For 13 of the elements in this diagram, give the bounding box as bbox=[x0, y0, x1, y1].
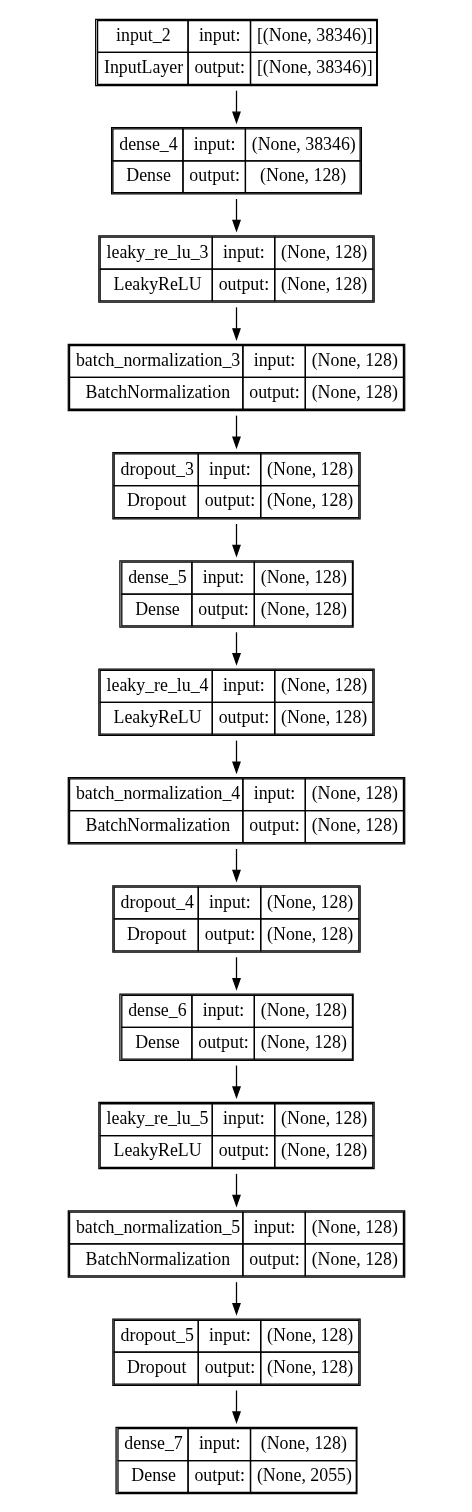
arrow bbox=[231, 89, 241, 124]
arrow bbox=[231, 414, 241, 449]
arrow bbox=[231, 847, 241, 882]
arrow bbox=[231, 1172, 241, 1207]
arrow bbox=[231, 1064, 241, 1099]
arrow bbox=[231, 197, 241, 233]
arrow bbox=[231, 522, 241, 558]
arrow bbox=[231, 631, 241, 666]
arrow bbox=[231, 1281, 241, 1316]
arrow bbox=[231, 956, 241, 991]
arrow bbox=[231, 739, 241, 774]
arrow bbox=[231, 1389, 241, 1424]
arrow bbox=[231, 306, 241, 341]
